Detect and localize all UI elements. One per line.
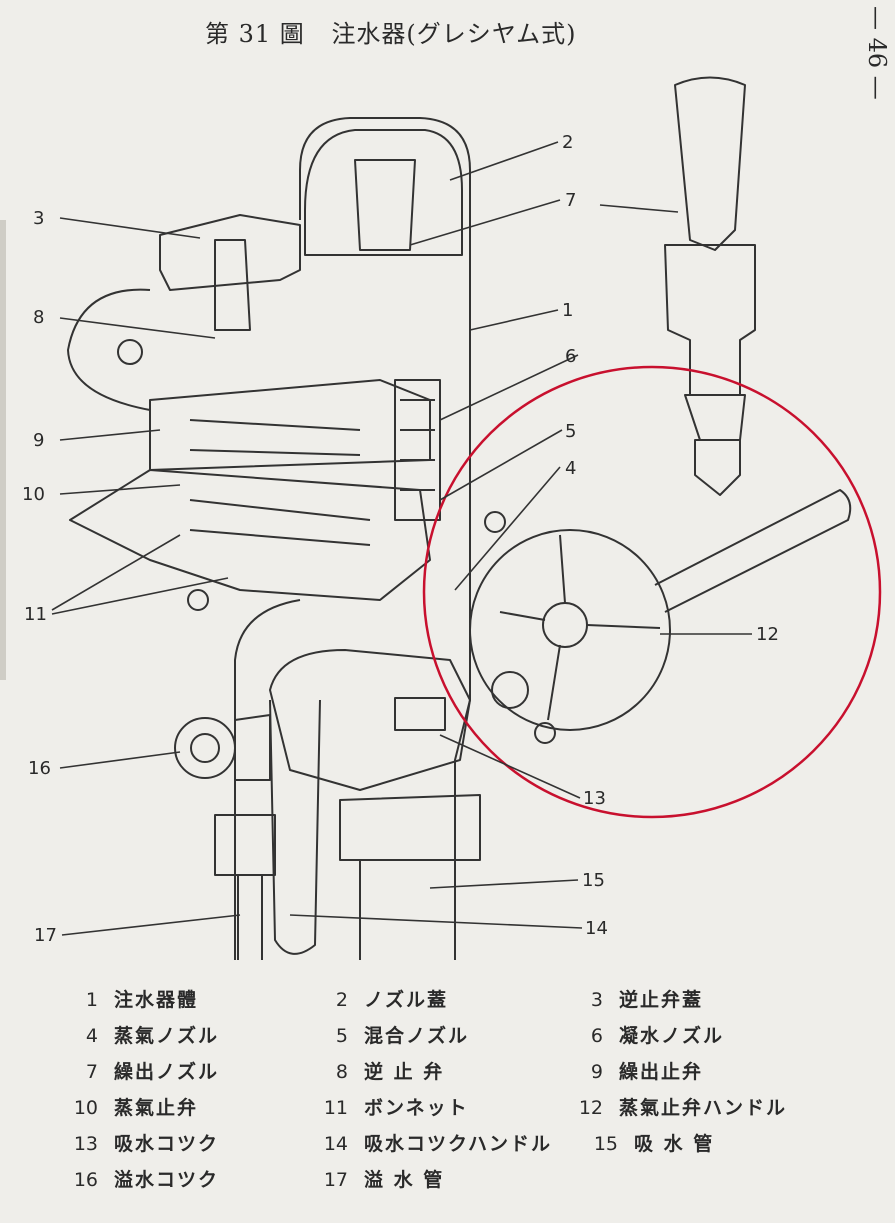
- inner-chamber: [354, 159, 416, 251]
- callout-6: 6: [565, 346, 576, 367]
- callout-8: 8: [33, 307, 44, 328]
- callout-4: 4: [565, 458, 576, 479]
- lower-flange-hole: [187, 589, 209, 611]
- leader-line-4: [454, 466, 561, 591]
- suction-pipe-coupling: [339, 794, 481, 861]
- left-flange: [67, 288, 151, 411]
- page-number: — 46 —: [863, 6, 891, 100]
- callout-13: 13: [583, 788, 606, 809]
- steam-valve-section: [69, 469, 431, 601]
- callout-5: 5: [565, 421, 576, 442]
- leader-line-6: [439, 354, 579, 421]
- exploded-mixing-nozzle: [684, 394, 746, 441]
- injector-diagram: 1 2 3 4 5 6 7 8 9 10 11 12 13 14 15 16 1…: [22, 76, 882, 960]
- leader-line-11a: [51, 534, 181, 611]
- check-valve-cover: [159, 214, 301, 291]
- figure-title: 第 31 圖 注水器(グレシヤム式): [205, 14, 594, 49]
- overflow-pipe-coupling: [214, 814, 276, 876]
- figure-caption: 注水器(グレシヤム式): [331, 20, 577, 48]
- handwheel-hub: [542, 602, 588, 648]
- leader-line-7b: [599, 204, 679, 213]
- leader-line-11b: [51, 577, 229, 615]
- callout-12: 12: [756, 624, 779, 645]
- handwheel-knob-top: [484, 511, 506, 533]
- valve-spindle: [189, 419, 371, 546]
- leader-line-2: [449, 141, 559, 181]
- suction-cock-window: [394, 697, 446, 731]
- figure-label: 第 31 圖: [205, 20, 305, 48]
- flange-bolt-hole: [117, 339, 143, 365]
- leader-line-17: [61, 914, 241, 936]
- leader-line-9: [59, 429, 161, 441]
- overflow-pipe: [237, 875, 263, 960]
- overflow-cock-nut: [174, 717, 236, 779]
- page-edge-shadow: [0, 220, 6, 680]
- leader-line-8: [59, 317, 216, 339]
- leader-line-13: [439, 734, 581, 799]
- check-valve-stem: [214, 239, 251, 331]
- callout-11: 11: [24, 604, 47, 625]
- exploded-nozzle-body: [664, 244, 756, 396]
- steam-valve-handwheel: [469, 529, 671, 731]
- nozzle-cover: [304, 129, 463, 256]
- callout-15: 15: [582, 870, 605, 891]
- suction-cock: [269, 649, 471, 791]
- callout-17: 17: [34, 925, 57, 946]
- leader-line-14: [289, 914, 583, 929]
- callout-7: 7: [565, 190, 576, 211]
- leader-line-3: [59, 217, 201, 239]
- highlight-circle: [422, 365, 882, 819]
- leader-line-16: [59, 751, 181, 769]
- suction-cock-handle: [269, 699, 321, 955]
- callout-16: 16: [28, 758, 51, 779]
- nozzle-stack: [394, 379, 441, 521]
- handwheel-lever: [654, 489, 852, 613]
- leader-line-10: [59, 484, 181, 495]
- handwheel-spokes: [499, 534, 661, 721]
- leader-line-15: [429, 879, 579, 889]
- leader-line-5: [439, 429, 563, 501]
- callout-3: 3: [33, 208, 44, 229]
- callout-10: 10: [22, 484, 45, 505]
- callout-14: 14: [585, 918, 608, 939]
- suction-cock-nut: [491, 671, 529, 709]
- exploded-delivery-nozzle: [674, 76, 746, 251]
- exploded-steam-nozzle: [694, 439, 741, 496]
- leader-line-1: [469, 309, 559, 331]
- callout-2: 2: [562, 132, 573, 153]
- injector-body-outline: [234, 117, 471, 960]
- callout-1: 1: [562, 300, 573, 321]
- overflow-cock-core: [190, 733, 220, 763]
- handwheel-knob-bottom: [534, 722, 556, 744]
- suction-pipe: [359, 860, 456, 960]
- callout-9: 9: [33, 430, 44, 451]
- overflow-cock-body: [234, 714, 271, 781]
- leader-line-7: [409, 199, 561, 246]
